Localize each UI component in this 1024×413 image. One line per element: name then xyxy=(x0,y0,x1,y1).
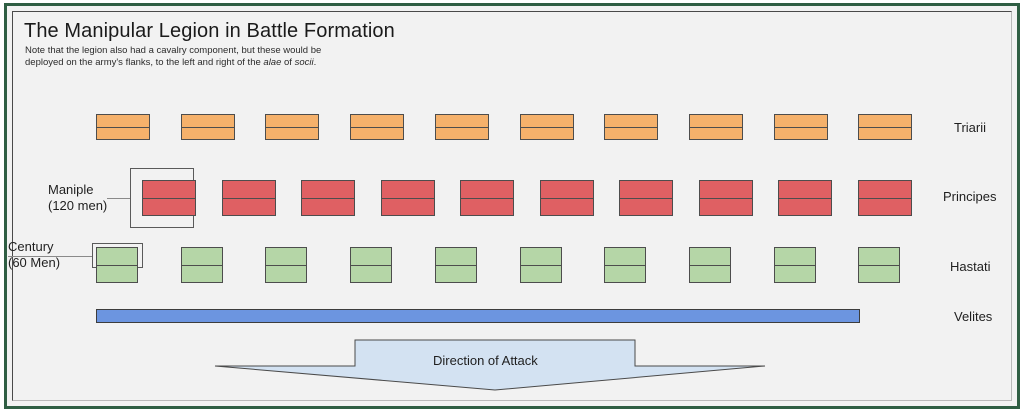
century-divider xyxy=(351,265,391,266)
unit-block-triarii xyxy=(774,114,828,140)
unit-block-hastati xyxy=(181,247,223,283)
unit-block-principes xyxy=(301,180,355,216)
attack-arrow-shape xyxy=(214,339,766,391)
unit-block-triarii xyxy=(604,114,658,140)
callout-leader-century xyxy=(8,256,93,257)
unit-block-hastati xyxy=(435,247,477,283)
unit-block-triarii xyxy=(350,114,404,140)
unit-block-triarii xyxy=(858,114,912,140)
century-divider xyxy=(690,127,742,128)
century-divider xyxy=(382,198,434,199)
unit-block-principes xyxy=(381,180,435,216)
unit-block-principes xyxy=(460,180,514,216)
century-divider xyxy=(700,198,752,199)
unit-block-principes xyxy=(540,180,594,216)
unit-block-triarii xyxy=(96,114,150,140)
century-divider xyxy=(223,198,275,199)
row-label-hastati: Hastati xyxy=(950,259,991,274)
unit-block-hastati xyxy=(858,247,900,283)
row-label-principes: Principes xyxy=(943,189,997,204)
note-line-2-mid: of xyxy=(281,57,295,68)
unit-block-hastati xyxy=(689,247,731,283)
diagram-title: The Manipular Legion in Battle Formation xyxy=(24,20,395,42)
diagram-note: Note that the legion also had a cavalry … xyxy=(25,45,445,69)
century-divider xyxy=(436,265,476,266)
century-divider xyxy=(775,265,815,266)
century-divider xyxy=(690,265,730,266)
note-line-1: Note that the legion also had a cavalry … xyxy=(25,45,322,56)
century-divider xyxy=(182,265,222,266)
unit-block-hastati xyxy=(604,247,646,283)
unit-block-triarii xyxy=(689,114,743,140)
unit-block-principes xyxy=(858,180,912,216)
callout-century-line-2: (60 Men) xyxy=(8,255,61,270)
callout-text-maniple: Maniple(120 men) xyxy=(48,182,107,214)
unit-block-hastati xyxy=(520,247,562,283)
unit-block-triarii xyxy=(520,114,574,140)
row-label-triarii: Triarii xyxy=(954,120,987,135)
century-divider xyxy=(605,127,657,128)
unit-block-hastati xyxy=(350,247,392,283)
century-divider xyxy=(266,265,306,266)
callout-maniple-line-2: (120 men) xyxy=(48,198,108,213)
callout-century-line-1: Century xyxy=(8,239,54,254)
callout-maniple-line-1: Maniple xyxy=(48,182,94,197)
attack-arrow-label: Direction of Attack xyxy=(433,353,538,368)
unit-block-triarii xyxy=(181,114,235,140)
unit-block-triarii xyxy=(435,114,489,140)
century-divider xyxy=(351,127,403,128)
row-label-velites: Velites xyxy=(954,309,993,324)
unit-block-principes-highlighted xyxy=(142,180,196,216)
callout-leader-maniple xyxy=(107,198,131,199)
unit-block-hastati xyxy=(265,247,307,283)
century-divider xyxy=(302,198,354,199)
century-divider xyxy=(620,198,672,199)
unit-block-hastati xyxy=(774,247,816,283)
century-divider xyxy=(97,265,137,266)
unit-bar-velites xyxy=(96,309,860,323)
unit-block-principes xyxy=(778,180,832,216)
century-divider xyxy=(541,198,593,199)
unit-block-triarii xyxy=(265,114,319,140)
unit-block-hastati-highlighted xyxy=(96,247,138,283)
note-line-2-post: . xyxy=(313,57,317,68)
note-italic-socii: socii xyxy=(294,57,314,68)
callout-text-century: Century(60 Men) xyxy=(8,239,60,271)
century-divider xyxy=(521,127,573,128)
century-divider xyxy=(859,127,911,128)
note-line-2-pre: deployed on the army's flanks, to the le… xyxy=(25,57,264,68)
unit-block-principes xyxy=(619,180,673,216)
century-divider xyxy=(775,127,827,128)
unit-block-principes xyxy=(222,180,276,216)
century-divider xyxy=(143,198,195,199)
century-divider xyxy=(859,198,911,199)
century-divider xyxy=(605,265,645,266)
century-divider xyxy=(182,127,234,128)
century-divider xyxy=(461,198,513,199)
century-divider xyxy=(436,127,488,128)
century-divider xyxy=(859,265,899,266)
century-divider xyxy=(266,127,318,128)
century-divider xyxy=(779,198,831,199)
century-divider xyxy=(521,265,561,266)
note-italic-alae: alae xyxy=(263,57,282,68)
century-divider xyxy=(97,127,149,128)
unit-block-principes xyxy=(699,180,753,216)
